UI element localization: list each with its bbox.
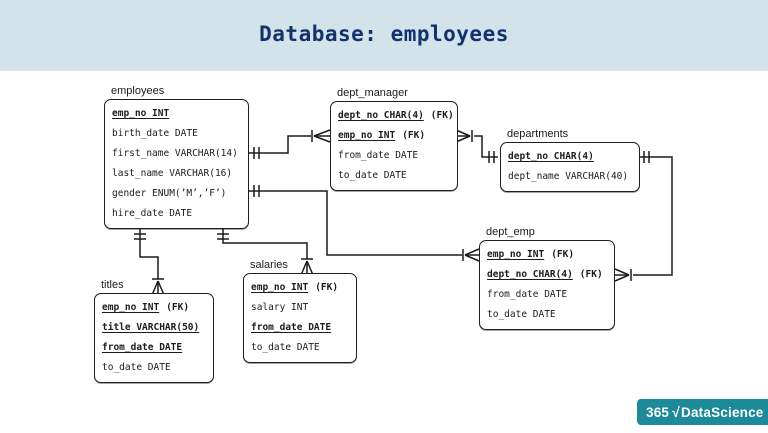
column-def: dept_name VARCHAR(40) <box>508 171 629 182</box>
table-title: departments <box>507 128 569 140</box>
table-dept_manager: dept_manager dept_no CHAR(4) (FK) emp_no … <box>330 87 458 191</box>
table-card: emp_no INT (FK) dept_no CHAR(4) (FK) from_… <box>479 240 615 330</box>
relationship-employees-titles <box>134 228 165 296</box>
column-def: dept_no CHAR(4) <box>508 151 594 162</box>
relationship-departments-dept_emp <box>614 151 673 282</box>
fk-badge: (FK) <box>166 302 190 313</box>
column-def: salary INT <box>251 302 309 313</box>
logo-name: DataScience <box>681 404 764 420</box>
header-band: Database: employees <box>0 0 768 71</box>
column-row: emp_no INT (FK) <box>487 245 607 265</box>
column-row: from_date DATE <box>102 338 206 358</box>
column-row: to_date DATE <box>338 166 450 186</box>
table-title: dept_manager <box>337 87 408 99</box>
column-row: title VARCHAR(50) <box>102 318 206 338</box>
column-row: to_date DATE <box>487 305 607 325</box>
column-row: last_name VARCHAR(16) <box>112 164 241 184</box>
column-def: title VARCHAR(50) <box>102 322 200 333</box>
table-salaries: salaries emp_no INT (FK) salary INT from_… <box>243 259 357 363</box>
relationship-employees-salaries <box>217 228 314 276</box>
column-def: emp_no INT <box>338 130 396 141</box>
column-def: gender ENUM(’M’,’F’) <box>112 188 227 199</box>
column-row: first_name VARCHAR(14) <box>112 144 241 164</box>
logo-365datascience: 365√DataScience <box>637 399 768 425</box>
column-def: emp_no INT <box>251 282 309 293</box>
table-card: emp_no INT birth_date DATE first_name VA… <box>104 99 249 229</box>
table-title: employees <box>111 85 165 97</box>
table-employees: employees emp_no INT birth_date DATE fir… <box>104 85 249 229</box>
column-def: from_date DATE <box>102 342 183 353</box>
fk-badge: (FK) <box>579 269 603 280</box>
column-def: from_date DATE <box>487 289 568 300</box>
fk-badge: (FK) <box>315 282 339 293</box>
table-card: dept_no CHAR(4) (FK) emp_no INT (FK) from_… <box>330 101 458 191</box>
column-def: from_date DATE <box>338 150 419 161</box>
column-row: to_date DATE <box>251 338 349 358</box>
column-row: dept_no CHAR(4) (FK) <box>487 265 607 285</box>
column-row: emp_no INT <box>112 104 241 124</box>
column-row: dept_no CHAR(4) (FK) <box>338 106 454 126</box>
column-row: hire_date DATE <box>112 204 241 224</box>
logo-prefix: 365 <box>646 404 670 420</box>
column-row: salary INT <box>251 298 349 318</box>
page-title: Database: employees <box>259 22 509 46</box>
table-departments: departments dept_no CHAR(4) dept_name VA… <box>500 128 640 192</box>
column-row: dept_name VARCHAR(40) <box>508 167 632 187</box>
column-row: dept_no CHAR(4) <box>508 147 632 167</box>
column-def: last_name VARCHAR(16) <box>112 168 233 179</box>
column-def: from_date DATE <box>251 322 332 333</box>
column-row: birth_date DATE <box>112 124 241 144</box>
table-title: salaries <box>250 259 288 271</box>
column-row: emp_no INT (FK) <box>338 126 450 146</box>
column-row: emp_no INT (FK) <box>251 278 349 298</box>
column-def: to_date DATE <box>102 362 171 373</box>
column-def: emp_no INT <box>112 108 170 119</box>
relationship-employees-dept_emp <box>249 185 480 262</box>
checkmark-icon: √ <box>672 404 681 420</box>
column-def: hire_date DATE <box>112 208 193 219</box>
relationship-employees-dept_manager <box>249 129 331 159</box>
column-def: emp_no INT <box>487 249 545 260</box>
column-row: to_date DATE <box>102 358 206 378</box>
column-def: to_date DATE <box>251 342 320 353</box>
column-row: gender ENUM(’M’,’F’) <box>112 184 241 204</box>
table-titles: titles emp_no INT (FK) title VARCHAR(50) … <box>94 279 214 383</box>
fk-badge: (FK) <box>430 110 454 121</box>
column-def: birth_date DATE <box>112 128 198 139</box>
column-def: dept_no CHAR(4) <box>487 269 573 280</box>
column-row: from_date DATE <box>487 285 607 305</box>
column-def: first_name VARCHAR(14) <box>112 148 238 159</box>
table-card: emp_no INT (FK) salary INT from_date DATE… <box>243 273 357 363</box>
table-title: titles <box>101 279 124 291</box>
column-row: from_date DATE <box>251 318 349 338</box>
column-def: emp_no INT <box>102 302 160 313</box>
table-card: emp_no INT (FK) title VARCHAR(50) from_da… <box>94 293 214 383</box>
table-dept_emp: dept_emp emp_no INT (FK) dept_no CHAR(4) (… <box>479 226 615 330</box>
table-title: dept_emp <box>486 226 535 238</box>
fk-badge: (FK) <box>402 130 426 141</box>
column-row: from_date DATE <box>338 146 450 166</box>
column-row: emp_no INT (FK) <box>102 298 206 318</box>
table-card: dept_no CHAR(4) dept_name VARCHAR(40) <box>500 142 640 192</box>
column-def: to_date DATE <box>487 309 556 320</box>
relationship-departments-dept_manager <box>455 129 498 163</box>
column-def: dept_no CHAR(4) <box>338 110 424 121</box>
fk-badge: (FK) <box>551 249 575 260</box>
column-def: to_date DATE <box>338 170 407 181</box>
